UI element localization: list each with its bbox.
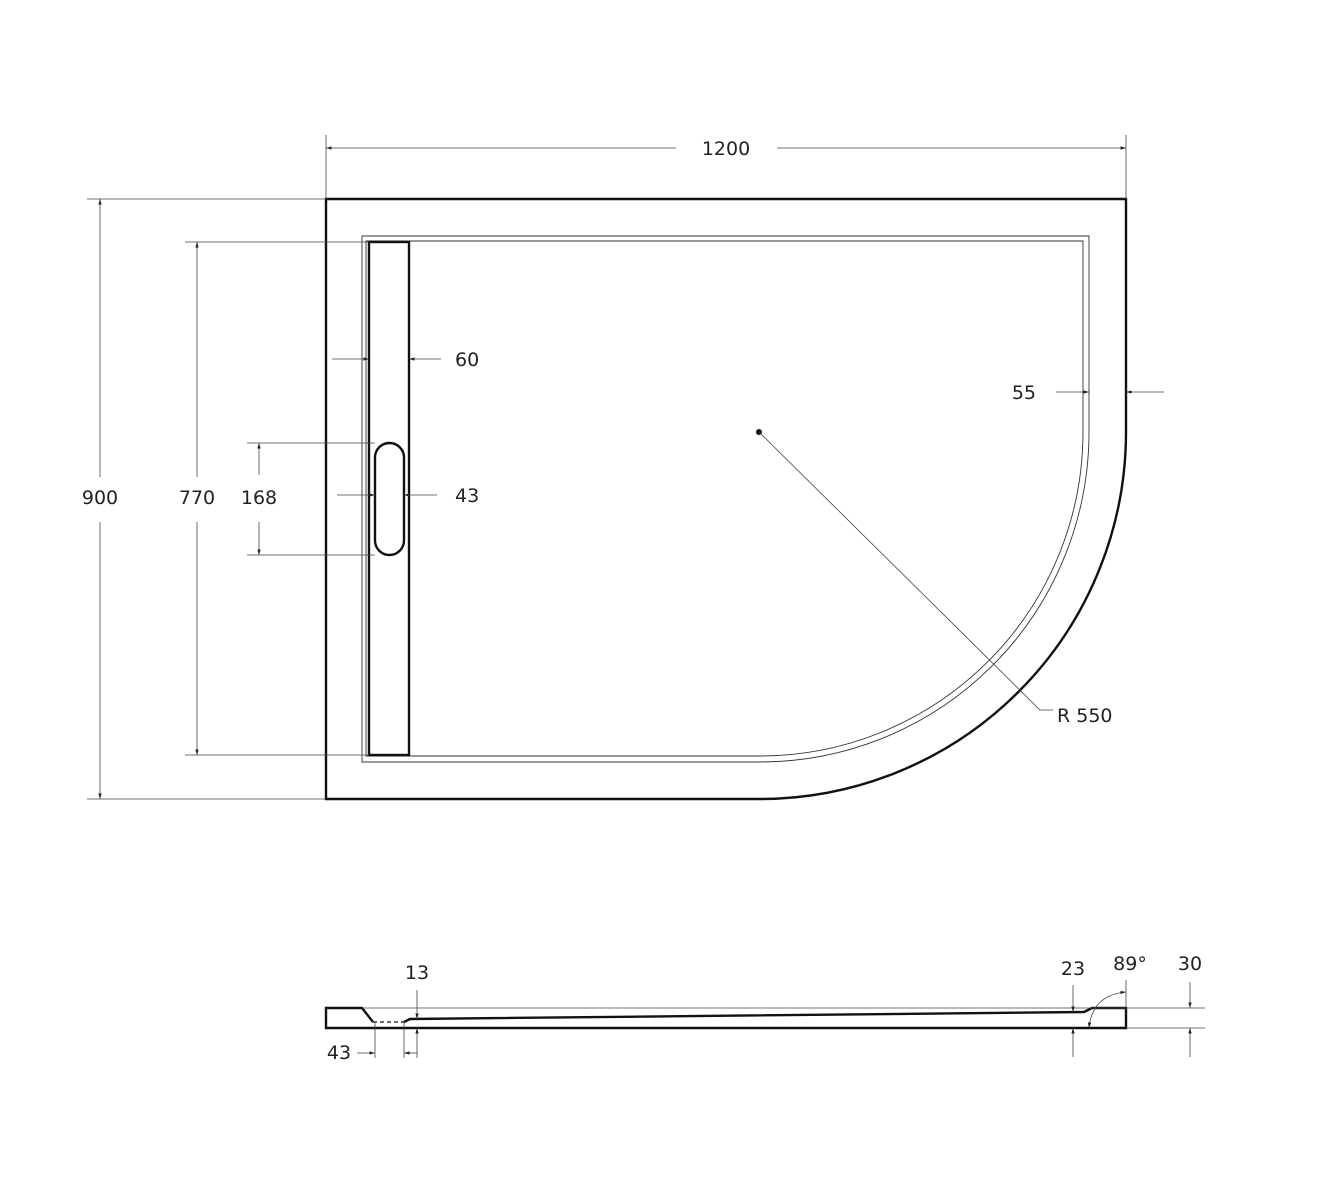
drain-channel — [367, 240, 411, 757]
dimension-rim-width: 55 — [1012, 382, 1036, 404]
dimension-channel-width: 60 — [455, 349, 479, 371]
dimension-angle: 89° — [1113, 953, 1147, 975]
dimension-radius: R 550 — [1057, 705, 1113, 727]
dimension-depth: 900 — [82, 487, 118, 509]
tray-inner-rim-outer — [361, 235, 1090, 763]
section-outline — [324, 1006, 1128, 1030]
tray-inner-rim-inner — [365, 240, 1084, 757]
dimension-total-height: 30 — [1178, 953, 1202, 975]
tray-outline — [324, 197, 1128, 801]
dimension-drain-offset: 43 — [327, 1042, 351, 1064]
dimension-drain-width: 43 — [455, 485, 479, 507]
dimension-width: 1200 — [702, 138, 750, 160]
dimension-drain-depth: 13 — [405, 962, 429, 984]
dimension-inner-length: 770 — [179, 487, 215, 509]
dimension-edge-height: 23 — [1061, 958, 1085, 980]
dimension-drain-length: 168 — [241, 487, 277, 509]
section-view: 13 43 23 89° 30 — [324, 953, 1205, 1064]
plan-view: 1200 900 770 168 60 43 55 R 55 — [82, 135, 1164, 801]
drain-outlet — [373, 441, 406, 557]
